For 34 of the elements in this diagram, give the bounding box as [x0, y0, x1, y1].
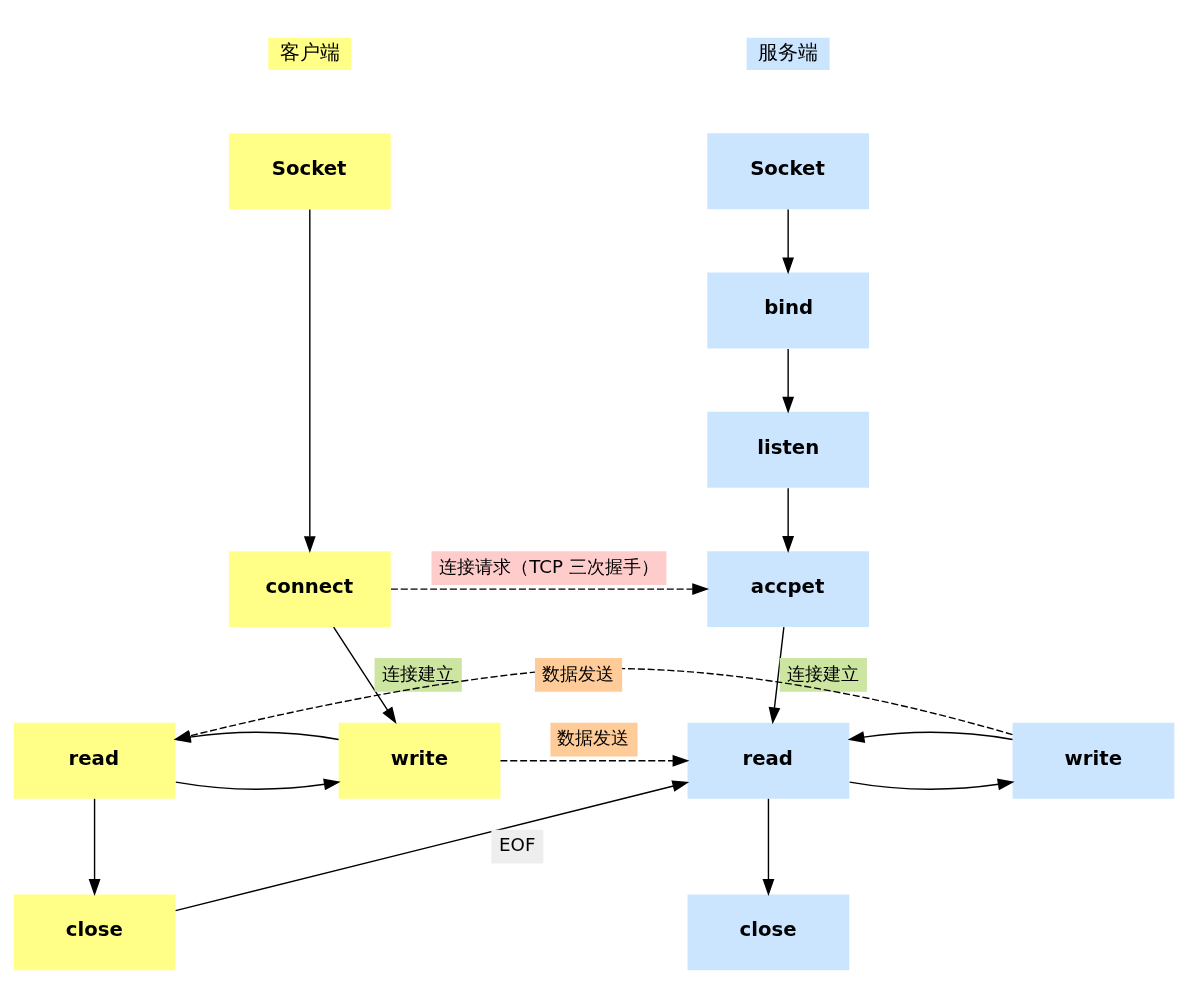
arrow [849, 778, 1015, 790]
node-box: connect [228, 550, 391, 627]
arrow [847, 730, 1014, 743]
arrow [88, 797, 101, 896]
arrow [499, 754, 690, 767]
label: 客户端 [279, 40, 340, 64]
label: 服务端 [757, 40, 818, 64]
arrow [303, 208, 316, 553]
edge-label: 连接请求（TCP 三次握手） [439, 555, 659, 577]
arrow [390, 582, 710, 595]
arrow [782, 347, 795, 414]
node-box: Socket [228, 132, 391, 209]
arrow [762, 797, 775, 896]
arrow [768, 625, 785, 724]
node-box: accpet [707, 550, 870, 627]
node-box: write [338, 722, 501, 799]
arrow [332, 625, 397, 724]
arrow [174, 779, 690, 911]
arrow [175, 778, 341, 790]
edge-label: 数据发送 [541, 662, 614, 684]
node-box: Socket [707, 132, 870, 209]
node-box: read [13, 722, 176, 799]
node-box: read [687, 722, 850, 799]
node-box: write [1012, 722, 1175, 799]
edge-label: 连接建立 [786, 662, 859, 684]
node-box: bind [707, 272, 870, 349]
node-box: close [687, 893, 850, 970]
node-box: listen [707, 411, 870, 488]
edge-label: 连接建立 [381, 662, 454, 684]
edge-label: 数据发送 [557, 726, 630, 748]
edge-label: EOF [499, 833, 536, 855]
node-box: close [13, 893, 176, 970]
arrow [782, 208, 795, 274]
arrow [782, 486, 795, 553]
